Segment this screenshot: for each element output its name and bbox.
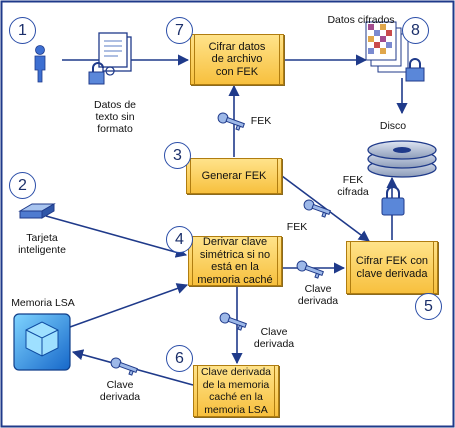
step-1-badge: 1: [9, 17, 36, 44]
plain-data-label: Datos de texto sin formato: [93, 99, 137, 135]
cache-key-box: Clave derivada de la memoria caché en la…: [193, 365, 279, 417]
derive-key-box: Derivar clave simétrica si no está en la…: [188, 236, 282, 286]
smart-card-label: Tarjeta inteligente: [18, 232, 66, 256]
step-5-badge: 5: [415, 293, 442, 320]
user-icon: [34, 45, 46, 83]
lsa-memory-label: Memoria LSA: [11, 297, 75, 309]
step-6-badge: 6: [166, 345, 193, 372]
encrypt-data-box: Cifrar datos de archivo con FEK: [190, 34, 284, 85]
key-icon: [296, 260, 324, 279]
key-icon: [217, 112, 245, 131]
encrypted-data-icon: [365, 21, 425, 82]
step-7-badge: 7: [166, 17, 193, 44]
disk-label: Disco: [379, 120, 407, 132]
step-3-badge: 3: [164, 142, 191, 169]
fek-padlock-icon: [381, 186, 405, 216]
fek-label-up: FEK: [250, 115, 272, 127]
step-2-badge: 2: [9, 172, 36, 199]
step-4-badge: 4: [166, 226, 193, 253]
arrow-card-to-derive: [45, 215, 188, 258]
step-8-badge: 8: [402, 17, 429, 44]
arrow-lsa-to-derive: [69, 283, 189, 328]
derived-key-label-left: Clave derivada: [99, 379, 141, 403]
disk-icon: [367, 140, 437, 178]
generate-fek-box: Generar FEK: [186, 158, 282, 194]
encrypted-data-label: Datos cifrados: [327, 14, 395, 26]
encrypted-fek-label: FEK cifrada: [337, 174, 369, 198]
derived-key-label-down: Clave derivada: [253, 326, 295, 350]
padlock-icon: [88, 62, 115, 85]
key-icon: [110, 357, 138, 376]
key-icon: [303, 199, 331, 218]
smart-card-icon: [18, 203, 56, 219]
derived-key-label-right: Clave derivada: [297, 283, 339, 307]
fek-label-diagonal: FEK: [286, 221, 308, 233]
document-icon: [98, 32, 132, 72]
encrypt-fek-box: Cifrar FEK con clave derivada: [346, 241, 438, 294]
lsa-memory-cube-icon: [13, 313, 71, 371]
key-icon: [219, 312, 247, 331]
